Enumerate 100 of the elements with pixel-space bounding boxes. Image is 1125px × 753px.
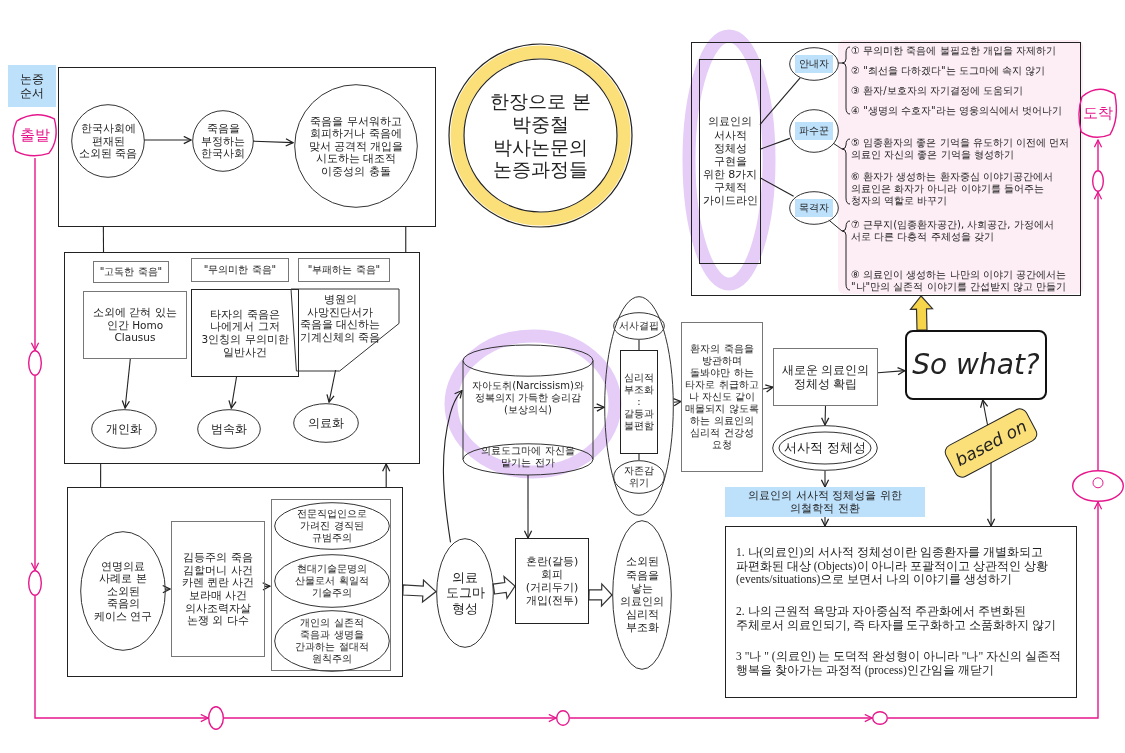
process-box	[620, 350, 658, 454]
arrow	[523, 474, 533, 539]
process-box	[773, 348, 878, 406]
bracket-connector	[837, 46, 851, 115]
node-text: 서사결핍	[619, 320, 659, 332]
arrow	[442, 389, 463, 543]
arrow	[887, 501, 1103, 719]
connector-line	[759, 77, 801, 126]
node-text: 환자의 죽음을 방관하며 돌봐야만 하는 타자로 취급하고 나 자신도 같이 매몰되지 않도록 하는 의료인의 심리적 건강성 요청	[685, 343, 759, 451]
node-text: 소외된 죽음을 낳는 의료인의 심리적 부조화	[620, 555, 664, 635]
node-text: "무의미한 죽음"	[203, 264, 277, 276]
tag-text: 논증 순서	[19, 71, 45, 101]
timeline-marker	[872, 711, 888, 725]
node-text: 서사적 정체성	[783, 440, 867, 456]
block-arrow	[492, 575, 516, 600]
node-text: 한장으로 본 박중철 박사논문의 논증과정들	[488, 89, 592, 182]
node-text: 범속화	[211, 421, 247, 437]
node-text: 죽음을 무서워하고 회피하거나 죽음에 맞서 공격적 개입을 시도하는 대조적 이중성의 충돌	[308, 114, 404, 178]
title-circle	[448, 43, 633, 228]
node-text: 현대기술문명의 산물로서 획일적 기술주의	[294, 563, 370, 599]
numbered-item: ⑦ 근무지(임종환자공간), 사회공간, 가정에서 서로 다른 다층적 주체성을 갖기	[851, 219, 1055, 243]
connector-line	[759, 177, 795, 197]
ellipse-node	[293, 403, 359, 443]
process-box	[191, 258, 289, 282]
numbered-item: 1. 나(의료인)의 서사적 정체성이란 임종환자를 개별화되고 파편화된 대상 (Objects)이 아니라 포괄적이고 상관적인 상황(events/situations)으로 보면서 나의 이야기를 생성하기	[736, 545, 1050, 588]
arrow	[228, 375, 238, 409]
connector-line	[100, 463, 102, 488]
connector-line	[102, 226, 105, 253]
arrow	[30, 375, 40, 571]
node-text: 한국사회에 편재된 소외된 죽음	[77, 122, 139, 160]
numbered-item: ⑤ 임종환자의 좋은 기억을 유도하기 이전에 먼저 의료인 자신의 좋은 기억을 형성하기	[851, 137, 1071, 161]
process-box	[681, 322, 763, 472]
node-text: 새로운 의료인의 정체성 확립	[780, 362, 871, 392]
connector-line	[638, 339, 640, 351]
process-box	[699, 59, 761, 264]
node-text: 김등주의 죽음 김할머니 사건 카렌 퀸란 사건 보라매 사건 의사조력자살 논쟁 외 다수	[180, 551, 256, 627]
arrow	[820, 405, 830, 426]
arrow	[381, 463, 391, 488]
node-text: 타자의 죽음은 나에게서 그저 3인칭의 무의미한 일반사건	[200, 307, 290, 359]
ellipse-node	[274, 502, 390, 550]
node-text: 자아도취(Narcissism)와 정복의지 가득한 승리감(보상의식)	[471, 379, 585, 416]
ellipse-node	[613, 460, 665, 494]
stamp-label	[12, 112, 58, 158]
ellipse-node	[192, 110, 254, 172]
process-box	[725, 526, 1077, 698]
label-tag	[725, 487, 925, 517]
arrow	[223, 713, 557, 723]
node-text: 의료화	[308, 415, 344, 431]
process-box	[515, 538, 589, 624]
numbered-item: ③ 환자/보호자의 자기결정에 도움되기	[851, 85, 1023, 97]
timeline-marker	[208, 706, 224, 730]
node-text: 도착	[1083, 104, 1113, 122]
ellipse-node	[613, 312, 665, 340]
double-ellipse-node	[772, 425, 878, 471]
numbered-item: ⑧ 의료인이 생성하는 나만의 이야기 공간에서는 "나"만의 실존적 이야기를 간섭받지 않고 만들기	[851, 269, 1068, 293]
arrow	[121, 357, 131, 409]
arrow	[162, 584, 171, 594]
arrow	[143, 135, 192, 145]
node-text: 자존감 위기	[623, 465, 655, 489]
node-text: 병원의 사망진단서가 죽음을 대신하는 기계신체의 죽음	[298, 293, 382, 344]
process-box	[93, 261, 169, 283]
stamp-label	[1078, 86, 1118, 140]
timeline-marker	[1072, 470, 1124, 502]
ellipse-node	[71, 104, 145, 178]
numbered-item: ⑥ 환자가 생성하는 환자중심 이야기공간에서 의료인은 화자가 아니라 이야기를 들어주는 청자의 역할로 바꾸기	[851, 171, 1054, 207]
arrow	[262, 582, 271, 591]
connector-line	[405, 226, 407, 253]
label-tag	[8, 65, 56, 107]
ellipse-node	[789, 109, 839, 153]
connector-line	[638, 453, 640, 461]
node-text: 죽음을 부정하는 한국사회	[200, 122, 246, 160]
note-box	[291, 289, 399, 371]
node-text: 의료인의 서사적 정체성 구현을 위한 8가지 구체적 가이드라인	[702, 115, 758, 208]
node-text: 개인화	[106, 421, 142, 437]
frame-box	[691, 42, 1081, 296]
frame-box	[67, 487, 403, 677]
timeline-marker	[28, 570, 42, 596]
node-text: "고독한 죽음"	[99, 266, 163, 278]
callout-box	[905, 330, 1047, 400]
arrow	[979, 399, 989, 426]
node-text: 혼란(갈등) 회피(거리두기) 개입(전투)	[524, 554, 580, 608]
numbered-item: ② "최선을 다하겠다"는 도그마에 속지 않기	[851, 65, 1046, 77]
tag-text: 의료인의 서사적 정체성을 위한 의철학적 전환	[747, 488, 903, 516]
arrow	[34, 595, 209, 723]
process-box	[298, 258, 390, 282]
arrow	[30, 157, 40, 351]
ellipse-node	[91, 409, 157, 449]
arrow	[762, 384, 774, 393]
arrow	[672, 398, 682, 407]
arrow	[1093, 191, 1103, 471]
arrow	[569, 713, 873, 723]
ellipse-node	[789, 191, 839, 225]
node-text: 연명의료 사례로 본 소외된 죽음의 케이스 연구	[92, 559, 154, 623]
node-text: 개인의 실존적 죽음과 생명을 간과하는 절대적 원칙주의	[294, 617, 370, 665]
numbered-item: 2. 나의 근원적 욕망과 자아중심적 주관화에서 주변화된 주체로서 의료인되기, 즉 타자를 도구화하고 소품화하지 않기	[736, 605, 1058, 633]
numbered-item: ④ "생명의 수호자"라는 영웅의식에서 벗어나기	[851, 105, 1062, 117]
node-text: 출발	[20, 126, 50, 144]
timeline-marker	[1092, 170, 1104, 192]
block-arrow	[402, 578, 437, 604]
numbered-item: 3 "나 " (의료인) 는 도덕적 완성형이 아니라 "나" 자신의 실존적 행복을 찾아가는 과정적 (process)인간임을 깨닫기	[736, 650, 1062, 679]
